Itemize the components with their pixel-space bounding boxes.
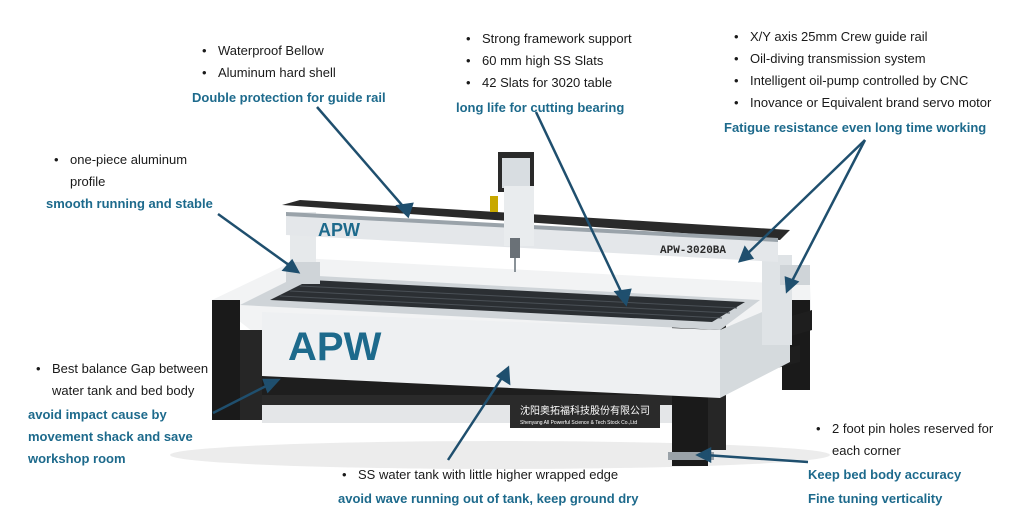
transmission-bullet-2: Oil-diving transmission system xyxy=(730,48,991,70)
model-label: APW-3020BA xyxy=(660,245,726,257)
transmission-bullet-4: Inovance or Equivalent brand servo motor xyxy=(730,92,991,114)
foot-pin-bullet-cont: each corner xyxy=(832,443,901,458)
floor-shadow xyxy=(170,441,830,469)
framework-bullet-3: 42 Slats for 3020 table xyxy=(462,72,632,94)
profile-highlight: smooth running and stable xyxy=(46,196,213,211)
transmission-bullet-3: Intelligent oil-pump controlled by CNC xyxy=(730,70,991,92)
profile-bullet-cont: profile xyxy=(70,174,106,189)
balance-gap-bullet-cont: water tank and bed body xyxy=(52,383,195,398)
water-tank-highlight: avoid wave running out of tank, keep gro… xyxy=(338,491,639,506)
water-tank-bullet: SS water tank with little higher wrapped… xyxy=(338,464,638,486)
callout-foot-pin: 2 foot pin holes reserved for each corne… xyxy=(808,418,993,510)
framework-highlight: long life for cutting bearing xyxy=(456,100,625,115)
callout-framework: Strong framework support 60 mm high SS S… xyxy=(456,28,632,119)
callout-arrows xyxy=(212,106,867,464)
callout-profile: one-piece aluminum profile smooth runnin… xyxy=(46,149,213,215)
tank-logo: APW xyxy=(288,325,382,369)
callout-balance-gap: Best balance Gap between water tank and … xyxy=(28,358,208,470)
profile-bullet: one-piece aluminum xyxy=(50,149,213,171)
gantry-logo: APW xyxy=(318,220,360,240)
balance-gap-highlight-2: movement shack and save xyxy=(28,429,193,444)
company-name-en: Shenyang All Powerful Science & Tech Sto… xyxy=(520,420,637,426)
balance-gap-highlight-3: workshop room xyxy=(28,451,126,466)
framework-bullet-1: Strong framework support xyxy=(462,28,632,50)
guide-rail-bullet-2: Aluminum hard shell xyxy=(198,62,386,84)
callout-guide-rail: Waterproof Bellow Aluminum hard shell Do… xyxy=(192,40,386,109)
foot-pin-bullet: 2 foot pin holes reserved for xyxy=(812,418,993,440)
transmission-bullet-1: X/Y axis 25mm Crew guide rail xyxy=(730,26,991,48)
callout-transmission: X/Y axis 25mm Crew guide rail Oil-diving… xyxy=(724,26,991,139)
balance-gap-bullet: Best balance Gap between xyxy=(32,358,208,380)
guide-rail-highlight: Double protection for guide rail xyxy=(192,90,386,105)
balance-gap-highlight-1: avoid impact cause by xyxy=(28,407,167,422)
framework-bullet-2: 60 mm high SS Slats xyxy=(462,50,632,72)
water-tank: APW 沈阳奥拓福科技股份有限公司 Shenyang All Powerful … xyxy=(240,275,790,428)
cutting-head xyxy=(490,152,534,272)
guide-rail-bullet-1: Waterproof Bellow xyxy=(198,40,386,62)
foot-pin-highlight-2: Fine tuning verticality xyxy=(808,491,943,506)
transmission-highlight: Fatigue resistance even long time workin… xyxy=(724,120,987,135)
company-name-cn: 沈阳奥拓福科技股份有限公司 xyxy=(520,404,650,417)
callout-water-tank: SS water tank with little higher wrapped… xyxy=(338,464,638,510)
foot-pin-highlight-1: Keep bed body accuracy xyxy=(808,467,962,482)
